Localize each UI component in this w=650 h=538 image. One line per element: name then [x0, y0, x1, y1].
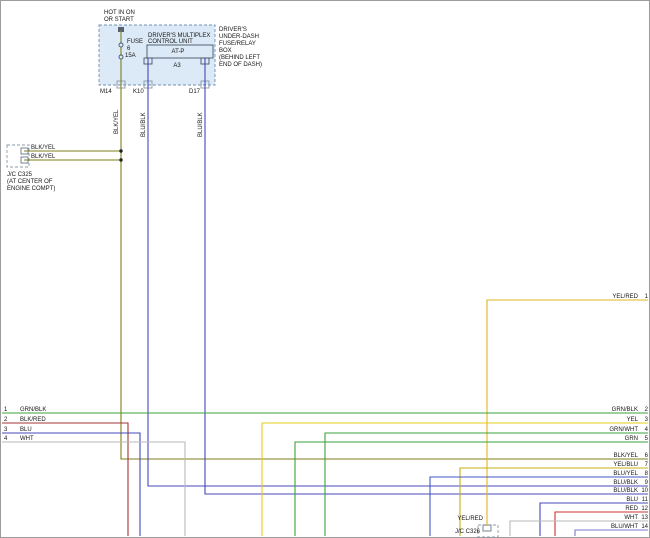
- pin-number: 4: [645, 427, 649, 433]
- multiplex-control-unit-box: [146, 44, 214, 59]
- grn-wht-wire: [324, 432, 648, 536]
- connector-label-k10: K10: [133, 89, 144, 95]
- blu-blk-k10-wire: [147, 58, 648, 487]
- junction-c325-caption: J/C C325: [7, 172, 33, 178]
- wire-label: BLK/YEL: [614, 453, 639, 459]
- wire-label-blk-yel: BLK/YEL: [31, 145, 56, 151]
- junction-c325-caption: ENGINE COMPT): [7, 186, 55, 192]
- blu-left-wire: [2, 432, 141, 536]
- fuse-number: 6: [127, 46, 131, 52]
- pin-number: 2: [645, 407, 649, 413]
- wire-label: GRN/WHT: [609, 427, 638, 433]
- wire-label-blu-blk: BLU/BLK: [198, 112, 204, 137]
- wire-label: BLU/YEL: [613, 471, 638, 477]
- blu-right-wire: [539, 502, 648, 536]
- pin-number: 3: [4, 427, 8, 433]
- fuse-rating: 15A: [125, 53, 136, 59]
- blu-yel-wire: [429, 476, 648, 536]
- fusebox-note: FUSE/RELAY: [219, 41, 256, 47]
- wire-label: YEL/BLU: [613, 462, 638, 468]
- grn-wire: [294, 441, 648, 536]
- pin-number: 1: [4, 407, 8, 413]
- wire-label: WHT: [624, 515, 638, 521]
- pin-number: 6: [645, 453, 649, 459]
- pin-number: 13: [641, 515, 648, 521]
- wire-label-yel-red: YEL/RED: [457, 516, 483, 522]
- pin-number: 7: [645, 462, 649, 468]
- wire-label: GRN: [625, 436, 638, 442]
- pin-number: 9: [645, 480, 649, 486]
- pin-number: 14: [641, 524, 648, 530]
- wire-label: BLK/RED: [20, 417, 46, 423]
- terminal-a3: A3: [173, 63, 181, 69]
- blu-wht-wire: [574, 529, 648, 536]
- fuse-name: FUSE: [127, 39, 143, 45]
- wire-label: RED: [625, 506, 638, 512]
- connector-label-m14: M14: [100, 89, 112, 95]
- wire-label: BLU: [20, 427, 32, 433]
- wire-label: GRN/BLK: [612, 407, 638, 413]
- wire-label-blk-yel: BLK/YEL: [114, 109, 120, 134]
- wire-label: BLU/WHT: [611, 524, 638, 530]
- wire-label: BLU: [626, 497, 638, 503]
- underdash-fusebox: [98, 24, 216, 86]
- blk-red-wire: [2, 422, 129, 536]
- wire-label: WHT: [20, 436, 34, 442]
- power-source-label: HOT IN ON: [104, 10, 135, 16]
- wire-label: YEL/RED: [612, 294, 638, 300]
- fusebox-note: DRIVER'S: [219, 27, 247, 33]
- fusebox-note: BOX: [219, 48, 232, 54]
- pin-number: 4: [4, 436, 8, 442]
- pin-number: 11: [642, 497, 649, 503]
- yel-red-wire: [486, 299, 648, 526]
- wire-label: YEL: [627, 417, 639, 423]
- wire-label: BLU/BLK: [613, 488, 638, 494]
- fusebox-note: (BEHIND LEFT: [219, 55, 260, 61]
- wire-label-blu-blk: BLU/BLK: [141, 112, 147, 137]
- pin-number: 8: [645, 471, 649, 477]
- junction-dot: [119, 149, 123, 153]
- fusebox-note: UNDER-DASH: [219, 34, 259, 40]
- blu-blk-d17-wire: [204, 58, 648, 495]
- junction-c326-caption: J/C C326: [455, 529, 481, 535]
- fuse-symbol-icon: [118, 42, 124, 48]
- blk-yel-feed-wire: [120, 30, 648, 460]
- pin-number: 12: [641, 506, 648, 512]
- junction-c325-box: [6, 144, 30, 168]
- multiplex-title: CONTROL UNIT: [148, 39, 193, 45]
- multiplex-title: DRIVER'S MULTIPLEX: [148, 33, 210, 39]
- terminal-at-p: AT-P: [172, 49, 185, 55]
- junction-dot: [119, 158, 123, 162]
- pin-number: 3: [645, 417, 649, 423]
- power-source-label: OR START: [104, 17, 134, 23]
- fuse-symbol-icon: [118, 54, 124, 60]
- wire-label: BLU/BLK: [613, 480, 638, 486]
- wht-left-wire: [2, 441, 186, 536]
- bus-terminal: [118, 27, 124, 32]
- wire-label-blk-yel: BLK/YEL: [31, 154, 56, 160]
- pin-number: 2: [4, 417, 8, 423]
- yel-wire: [261, 422, 648, 536]
- wire-label: GRN/BLK: [20, 407, 46, 413]
- pin-number: 1: [645, 294, 649, 300]
- pin-number: 5: [645, 436, 649, 442]
- fusebox-note: END OF DASH): [219, 62, 262, 68]
- red-wire: [554, 511, 648, 536]
- connector-label-d17: D17: [189, 89, 201, 95]
- pin-number: 10: [641, 488, 648, 494]
- wht-right-wire: [509, 520, 648, 536]
- junction-c325-caption: (AT CENTER OF: [7, 179, 53, 185]
- yel-blu-wire: [459, 467, 648, 536]
